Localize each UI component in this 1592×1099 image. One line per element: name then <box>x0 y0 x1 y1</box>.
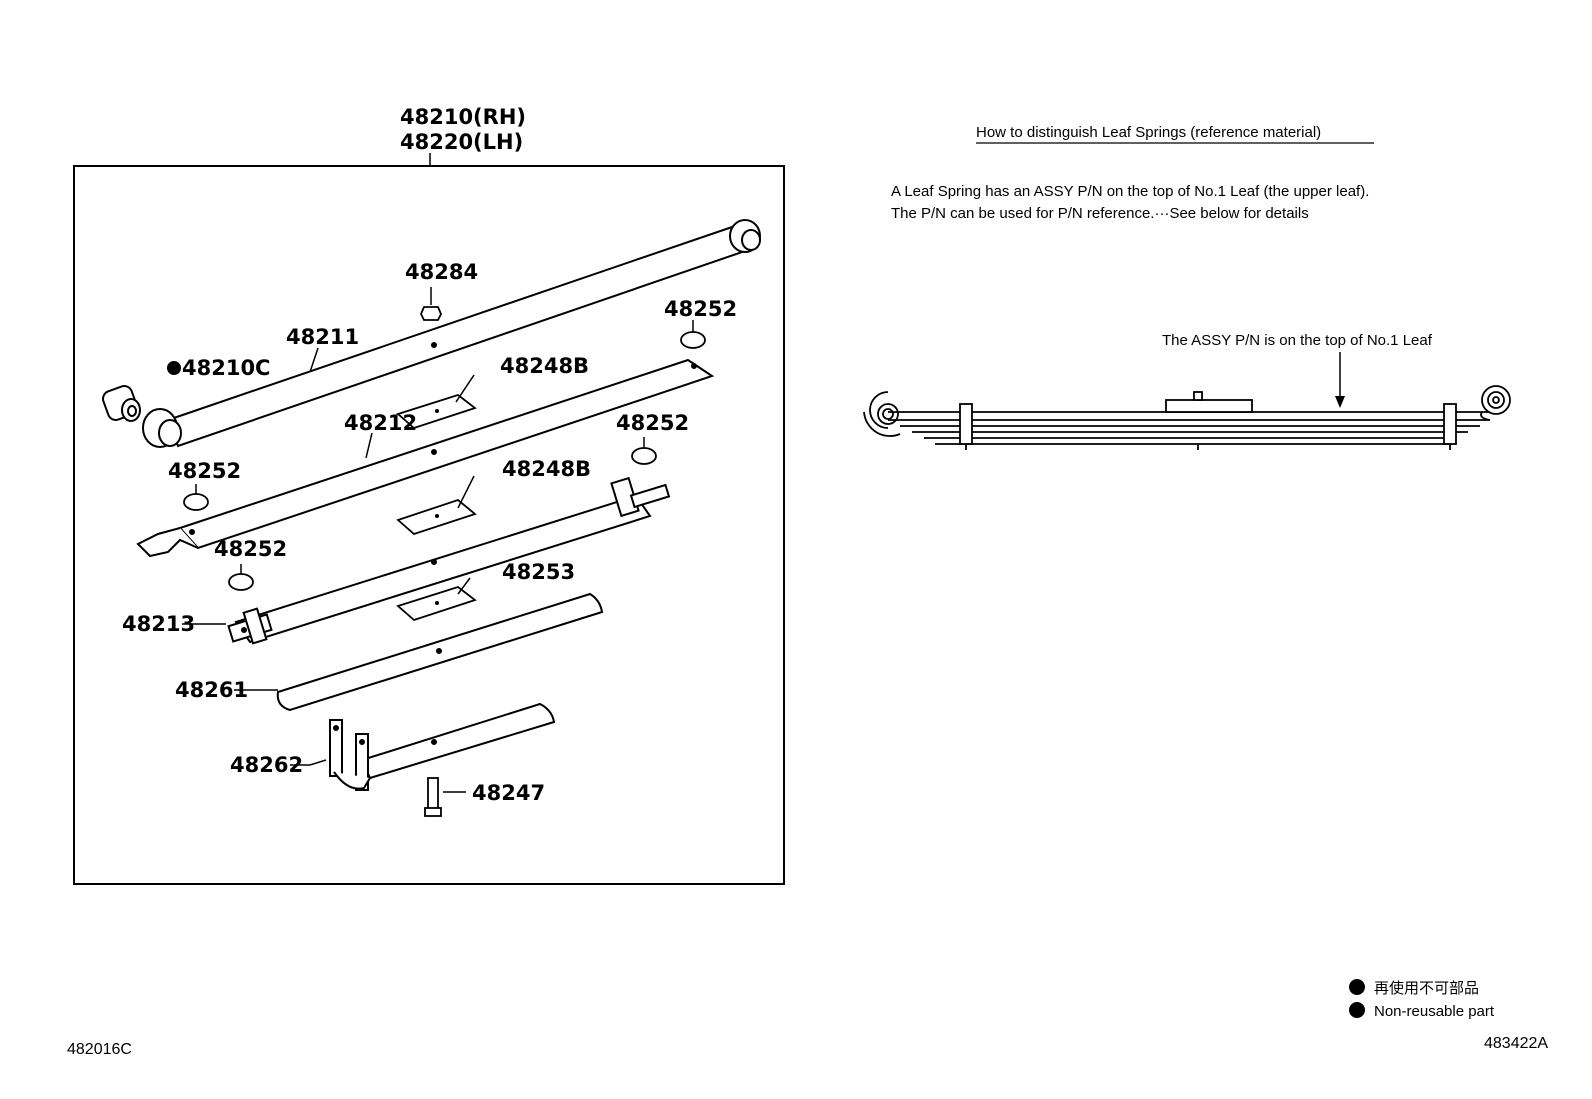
bushing-48210c <box>102 385 141 422</box>
legend-dot-icon-1 <box>1349 979 1365 995</box>
label-48211: 48211 <box>286 325 359 349</box>
non-reusable-dot-icon <box>167 361 181 375</box>
bolt-48247 <box>424 777 442 817</box>
label-48248b-b: 48248B <box>502 457 591 481</box>
reference-title: How to distinguish Leaf Springs (referen… <box>976 124 1321 141</box>
label-48213: 48213 <box>122 612 195 636</box>
diagram-code-left: 482016C <box>67 1041 132 1058</box>
label-48248b-a: 48248B <box>500 354 589 378</box>
diagram-frame <box>73 165 785 885</box>
leaf-48261 <box>276 592 604 712</box>
label-48284: 48284 <box>405 260 478 284</box>
label-48253: 48253 <box>502 560 575 584</box>
label-48261: 48261 <box>175 678 248 702</box>
label-48252-c: 48252 <box>168 459 241 483</box>
leaf-48262 <box>329 702 556 791</box>
label-48252-d: 48252 <box>214 537 287 561</box>
label-48210c: 48210C <box>182 356 270 380</box>
pad-48252-d <box>228 573 254 591</box>
label-48212: 48212 <box>344 411 417 435</box>
pad-48252-b <box>631 447 657 465</box>
label-48262: 48262 <box>230 753 303 777</box>
diagram-code-right: 483422A <box>1484 1035 1548 1052</box>
leaf-no2 <box>136 358 715 558</box>
reference-callout: The ASSY P/N is on the top of No.1 Leaf <box>1162 332 1433 349</box>
legend-jp: 再使用不可部品 <box>1374 980 1479 997</box>
legend-en: Non-reusable part <box>1374 1003 1495 1020</box>
leaf-no3 <box>227 476 671 645</box>
pad-48252-a <box>680 331 706 349</box>
legend-dot-icon-2 <box>1349 1002 1365 1018</box>
assembly-rh-label: 48210(RH) <box>400 105 526 129</box>
leaf-no1 <box>142 219 761 448</box>
pad-48252-c <box>183 493 209 511</box>
reference-line-2: The P/N can be used for P/N reference.··… <box>891 205 1309 222</box>
nut-48284 <box>420 306 442 321</box>
leaf-spring-side-view <box>863 385 1511 450</box>
label-48252-a: 48252 <box>664 297 737 321</box>
assembly-lh-label: 48220(LH) <box>400 130 523 154</box>
label-48252-b: 48252 <box>616 411 689 435</box>
reference-line-1: A Leaf Spring has an ASSY P/N on the top… <box>891 183 1369 200</box>
label-48247: 48247 <box>472 781 545 805</box>
